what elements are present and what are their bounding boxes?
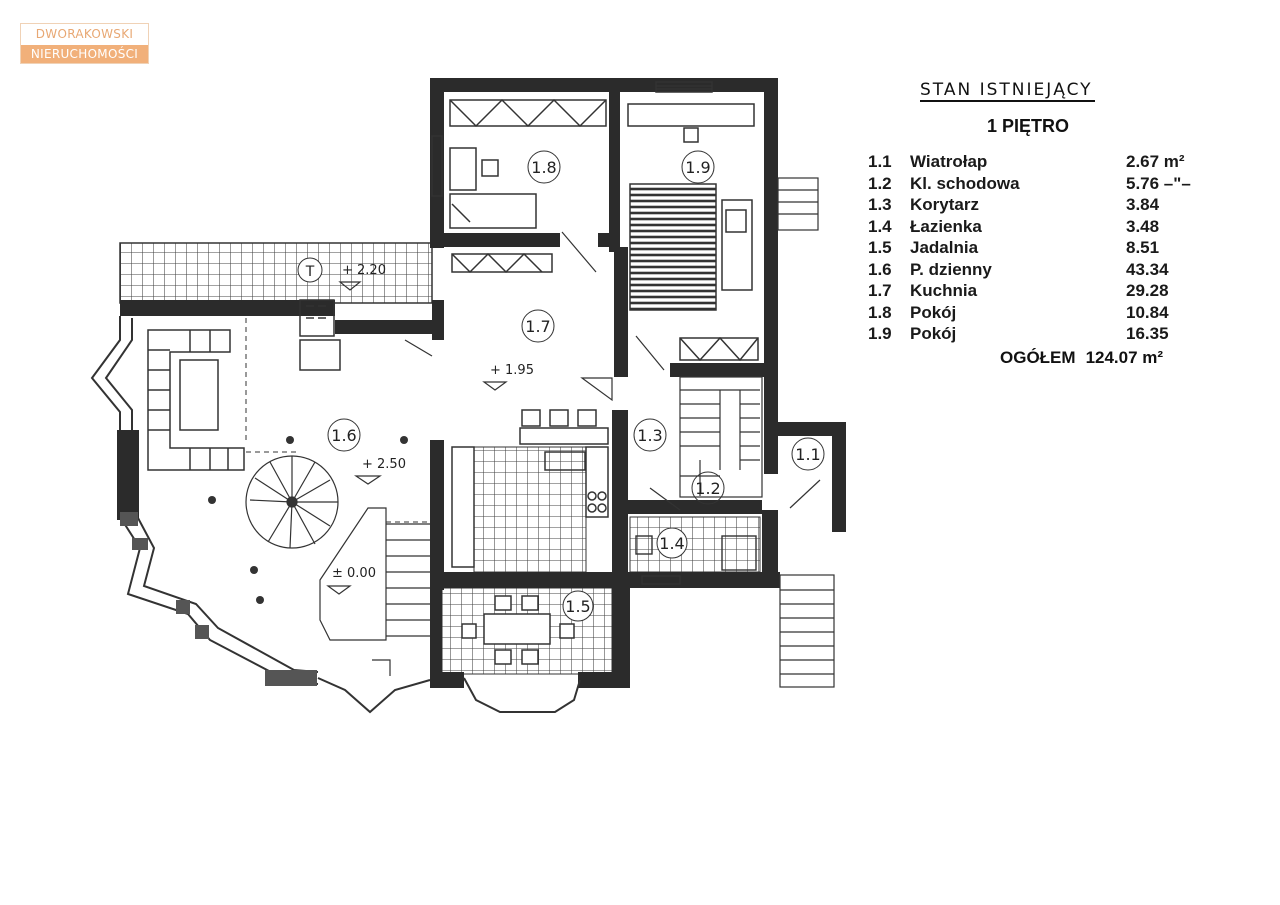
total-label: OGÓŁEM: [1000, 348, 1076, 367]
room-name: Korytarz: [910, 195, 979, 214]
room-area: 10.84: [1126, 302, 1169, 322]
stair-1-2: [679, 376, 763, 498]
legend-floor: 1 PIĘTRO: [987, 116, 1070, 136]
stair-living: [319, 507, 430, 676]
room-number: 1.8: [868, 302, 892, 322]
room-name: Kuchnia: [910, 281, 978, 300]
room-label-1-1: 1.1: [795, 445, 820, 464]
room-label-1-5: 1.5: [565, 597, 590, 616]
logo-line-1: DWORAKOWSKI: [21, 24, 148, 45]
room-area: 8.51: [1126, 238, 1160, 257]
legend-title: STAN ISTNIEJĄCY: [920, 80, 1095, 102]
room-label-1-8: 1.8: [531, 158, 556, 177]
room-name: Wiatrołap: [910, 152, 988, 171]
room-name: Jadalnia: [910, 238, 979, 257]
room-name: Kl. schodowa: [910, 173, 1020, 193]
room-area: 43.34: [1126, 259, 1169, 279]
room-1-9-furniture: [627, 103, 759, 362]
spiral-stair: [245, 455, 339, 549]
room-number: 1.2: [868, 173, 892, 193]
room-name: Pokój: [910, 324, 957, 343]
room-label-1-9: 1.9: [685, 158, 710, 177]
sofa: [147, 329, 245, 471]
bathroom-tiles: [629, 516, 761, 573]
room-number: 1.7: [868, 281, 892, 300]
room-area: 29.28: [1126, 281, 1169, 300]
logo-line-2: NIERUCHOMOŚCI: [21, 45, 148, 63]
level-kitchen: + 1.95: [490, 363, 534, 378]
outdoor-stairs: [777, 177, 835, 688]
room-name: P. dzienny: [910, 259, 992, 279]
level-living: + 2.50: [362, 457, 406, 472]
room-area: 3.48: [1126, 216, 1160, 236]
room-area: 5.76 –"–: [1126, 173, 1191, 193]
dining-table: [461, 595, 575, 665]
level-marks: + 2.20 + 2.50 + 1.95 ± 0.00: [332, 263, 534, 581]
room-label-1-2: 1.2: [695, 479, 720, 498]
level-terrace: + 2.20: [342, 263, 386, 278]
level-ground: ± 0.00: [332, 566, 376, 581]
total-value: 124.07 m²: [1085, 348, 1164, 367]
room-label-1-4: 1.4: [659, 534, 684, 553]
room-area: 16.35: [1126, 324, 1169, 343]
logo: DWORAKOWSKI NIERUCHOMOŚCI: [20, 23, 149, 64]
room-area: 3.84: [1126, 195, 1160, 214]
room-1-8-furniture: [449, 98, 607, 274]
terrace-tiles: [119, 242, 433, 304]
room-markers: 1.8 1.9 1.7 1.6 1.3 1.2 1.1 1.4 1.5 T: [297, 150, 825, 622]
room-label-1-3: 1.3: [637, 426, 662, 445]
room-number: 1.9: [868, 324, 892, 343]
room-label-1-7: 1.7: [525, 317, 550, 336]
room-number: 1.1: [868, 152, 892, 171]
room-area: 2.67 m²: [1126, 152, 1185, 171]
room-number: 1.4: [868, 216, 892, 236]
room-label-1-6: 1.6: [331, 426, 356, 445]
room-label-terrace: T: [305, 264, 315, 280]
room-number: 1.6: [868, 259, 892, 279]
room-name: Pokój: [910, 302, 957, 322]
room-number: 1.5: [868, 238, 892, 257]
kitchen-tiles: [473, 446, 587, 574]
room-name: Łazienka: [910, 216, 982, 236]
room-number: 1.3: [868, 195, 892, 214]
legend-total: OGÓŁEM 124.07 m²: [1000, 348, 1163, 368]
kitchen-furniture: [299, 339, 609, 568]
